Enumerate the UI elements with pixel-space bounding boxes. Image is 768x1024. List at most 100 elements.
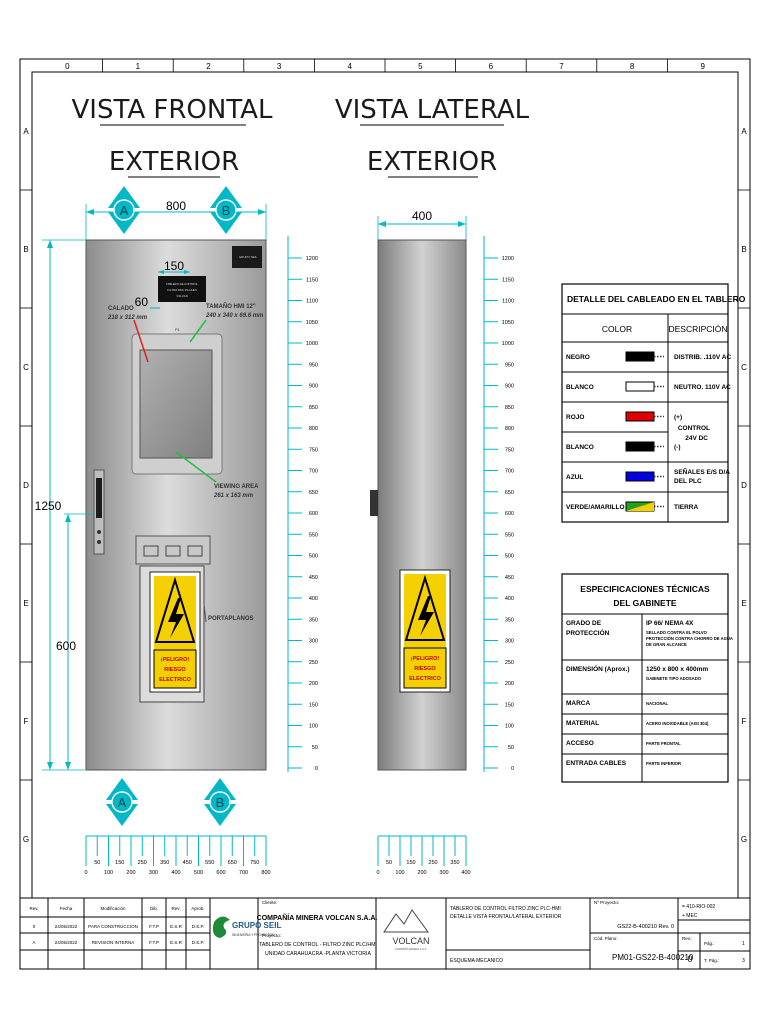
wire-swatch — [625, 411, 655, 422]
hscale-label: 400 — [171, 870, 180, 876]
front-lower-value: 600 — [56, 639, 76, 653]
hscale-label: 200 — [417, 870, 426, 876]
side-title-line2: EXTERIOR — [367, 147, 497, 177]
wire-swatch — [625, 351, 655, 362]
wiring-title: DETALLE DEL CABLEADO EN EL TABLERO — [567, 294, 746, 304]
scale-label: 50 — [312, 745, 318, 751]
row-label-right: A — [741, 127, 747, 136]
door-handle — [93, 469, 105, 555]
hmi-dimension-150: 150 — [158, 259, 190, 274]
hscale-label: 300 — [149, 870, 158, 876]
viewing-value: 261 x 163 mm — [213, 493, 254, 499]
revision-cell: 24/05/2022 — [55, 940, 78, 945]
project-line2: UNIDAD CARAHUACRA -PLANTA VICTORIA — [265, 951, 371, 957]
spec-note: ACERO INOXIDABLE (AISI 304) — [646, 721, 709, 726]
revision-header: Dib. — [150, 906, 158, 911]
scale-label: 1000 — [502, 341, 514, 347]
scale-label: 450 — [309, 575, 318, 581]
hscale-label: 350 — [160, 860, 169, 866]
section-marker-a-bottom: A — [106, 778, 138, 826]
revision-header: Modificación — [100, 906, 126, 911]
dim-150-value: 150 — [164, 259, 184, 273]
wire-color-name: BLANCO — [566, 444, 594, 451]
row-label-left: G — [23, 835, 29, 844]
row-label-left: E — [23, 599, 28, 608]
scale-label: 700 — [309, 469, 318, 475]
wire-description: DISTRIB. .110V AC — [674, 354, 731, 361]
wiring-col-color: COLOR — [602, 324, 632, 334]
company-logo-sub: INGENIERÍA Y PROYECTOS — [232, 933, 274, 937]
hscale-label: 600 — [216, 870, 225, 876]
calado-value: 218 x 312 mm — [107, 315, 148, 321]
scale-label: 1200 — [502, 256, 514, 262]
drawing-title-1: TABLERO DE CONTROL FILTRO ZINC PLC-HMI — [450, 906, 561, 912]
revision-cell: F.T.P — [149, 924, 159, 929]
svg-text:VOLCAN: VOLCAN — [176, 294, 188, 298]
row-label-left: F — [24, 717, 29, 726]
drawing-title-2: DETALLE VISTA FRONTAL/LATERAL EXTERIOR — [450, 914, 562, 920]
spec-table: ESPECIFICACIONES TÉCNICAS DEL GABINETE G… — [561, 573, 733, 783]
row-label-right: G — [741, 835, 747, 844]
scale-label: 900 — [505, 384, 514, 390]
spec-title-line2: DEL GABINETE — [613, 598, 676, 608]
grupo-seil-logo: GRUPO SEIL INGENIERÍA Y PROYECTOS — [212, 916, 281, 938]
scale-label: 850 — [505, 405, 514, 411]
warning-front-line1: ¡PELIGRO! — [161, 657, 190, 663]
warning-front-line3: ELECTRICO — [159, 677, 192, 683]
wire-swatch — [625, 441, 655, 452]
front-lower-dimension: 600 — [56, 513, 94, 770]
project-no: GS22-B-400210 Rev. 0 — [617, 924, 674, 930]
project-no-label: Nº Proyecto: — [594, 900, 619, 905]
warning-side-line2: RIESGO — [414, 666, 436, 672]
marker-a-label: A — [120, 203, 129, 218]
marker-b-bottom-label: B — [216, 795, 225, 810]
scale-label: 400 — [309, 596, 318, 602]
side-title-line1: VISTA LATERAL — [335, 95, 530, 125]
dim-60-value: 60 — [135, 295, 149, 309]
column-label: 8 — [630, 62, 635, 71]
spec-label: ACCESO — [566, 740, 594, 747]
hscale-label: 150 — [406, 860, 415, 866]
drawing-code: PM01-GS22-B-400210 — [612, 953, 694, 962]
spec-note: PARTE FRONTAL — [646, 741, 681, 746]
scale-label: 950 — [309, 362, 318, 368]
revision-cell: E.S.R — [170, 940, 183, 945]
drawing-type: ESQUEMA MECANICO — [450, 958, 503, 964]
page-value: 1 — [742, 941, 745, 947]
scale-label: 200 — [505, 681, 514, 687]
wire-swatch — [625, 471, 655, 482]
column-label: 1 — [136, 62, 141, 71]
front-cabinet: TABLERO DE CONTROL FILTRO ZINC PLC/HMI V… — [85, 239, 267, 771]
viewing-area-callout: VIEWING AREA 261 x 163 mm — [175, 451, 259, 499]
scale-label: 50 — [508, 745, 514, 751]
spec-label: MARCA — [566, 700, 590, 707]
warning-side-line3: ELECTRICO — [409, 676, 442, 682]
scale-label: 700 — [505, 469, 514, 475]
scale-label: 1150 — [306, 277, 318, 283]
page-label: Pág.: — [704, 941, 715, 946]
column-label: 0 — [65, 62, 70, 71]
hscale-label: 450 — [183, 860, 192, 866]
hscale-label: 0 — [376, 870, 379, 876]
row-label-left: A — [23, 127, 29, 136]
side-depth-value: 400 — [412, 209, 432, 223]
volcan-logo-sub: COMPAÑÍA MINERA S.A.A. — [395, 946, 428, 951]
row-label-left: B — [23, 245, 28, 254]
side-view-title: VISTA LATERAL EXTERIOR — [335, 95, 530, 178]
hmi-dimension-60: 60 — [135, 295, 160, 309]
revision-cell: PARA CONSTRUCCION — [88, 924, 138, 929]
warning-sign-side: ¡PELIGRO! RIESGO ELECTRICO — [399, 569, 451, 693]
scale-label: 300 — [309, 639, 318, 645]
wire-swatch — [625, 381, 655, 392]
scale-label: 800 — [505, 426, 514, 432]
front-title-line2: EXTERIOR — [109, 147, 239, 177]
hscale-label: 400 — [461, 870, 470, 876]
scale-label: 650 — [505, 490, 514, 496]
hscale-label: 650 — [228, 860, 237, 866]
wire-description: TIERRA — [674, 504, 699, 511]
section-marker-b-top: B — [210, 186, 242, 234]
